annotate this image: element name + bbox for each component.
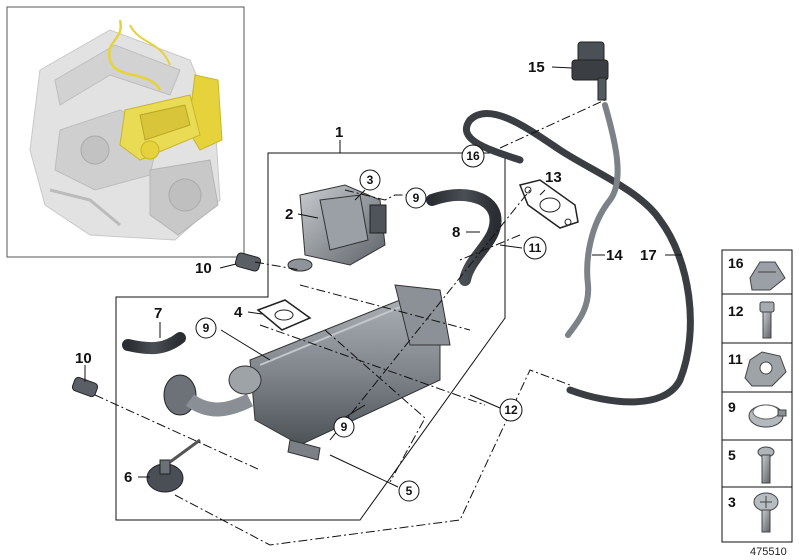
bolt-12-icon [759,301,775,339]
callout-10-upper: 10 [195,260,212,277]
callout-9-middle: 9 [195,317,217,339]
svg-text:5: 5 [406,484,413,498]
callout-1: 1 [335,124,343,141]
side-label-3: 3 [728,494,736,510]
svg-text:16: 16 [466,149,480,163]
svg-text:9: 9 [203,321,210,335]
assembly-1-frame [115,152,506,521]
callout-9-top: 9 [405,187,427,209]
side-label-5: 5 [728,447,736,463]
callout-5: 5 [398,480,420,502]
svg-text:9: 9 [413,191,420,205]
vacuum-hose-14 [565,102,621,338]
gasket-13 [518,179,579,229]
callout-13: 13 [545,169,562,186]
side-label-16: 16 [728,255,744,271]
changeover-valve-15 [571,41,609,101]
callout-16: 16 [461,144,485,168]
callout-15: 15 [528,59,545,76]
callout-6: 6 [124,469,132,486]
egr-valve-2 [287,184,387,272]
spring-clip-16-icon [749,261,786,291]
gasket-4 [256,299,312,331]
callout-7: 7 [154,305,162,322]
callout-2: 2 [285,206,293,223]
side-label-12: 12 [728,303,744,319]
screw-5-icon [757,446,775,484]
callout-14: 14 [606,247,623,264]
spacer-10-lower [71,376,99,398]
diagram-id: 475510 [750,546,787,558]
svg-text:12: 12 [504,403,518,417]
callout-11: 11 [523,236,547,260]
callout-4: 4 [234,304,243,321]
small-parts-panel: 16 12 11 9 5 3 [721,249,793,543]
vacuum-hose-16-branch [463,116,524,164]
egr-cooler [163,284,451,461]
side-label-11: 11 [728,351,743,367]
vacuum-hose-17 [466,110,694,406]
vacuum-actuator-6 [146,438,201,493]
callout-9-bottom: 9 [333,416,355,438]
engine-overview-inset [6,6,245,258]
svg-text:11: 11 [529,241,542,255]
screw-3-icon [753,492,779,533]
leader-lines [84,66,682,488]
egr-highlight-illustration [107,19,223,161]
side-label-9: 9 [728,399,736,415]
callout-10-lower: 10 [75,350,92,367]
callout-3: 3 [359,169,381,191]
callout-17: 17 [640,247,657,264]
callout-12: 12 [499,398,523,422]
spacer-10-upper [234,252,262,272]
hose-clamp-9-icon [748,404,787,428]
hose-clip-11-icon [744,351,787,387]
coolant-pipe-7 [122,332,186,355]
callout-8: 8 [452,224,460,241]
assembly-guide-lines [94,99,606,546]
svg-text:3: 3 [367,173,374,187]
coolant-pipe-8 [426,189,502,286]
svg-text:9: 9 [341,420,348,434]
